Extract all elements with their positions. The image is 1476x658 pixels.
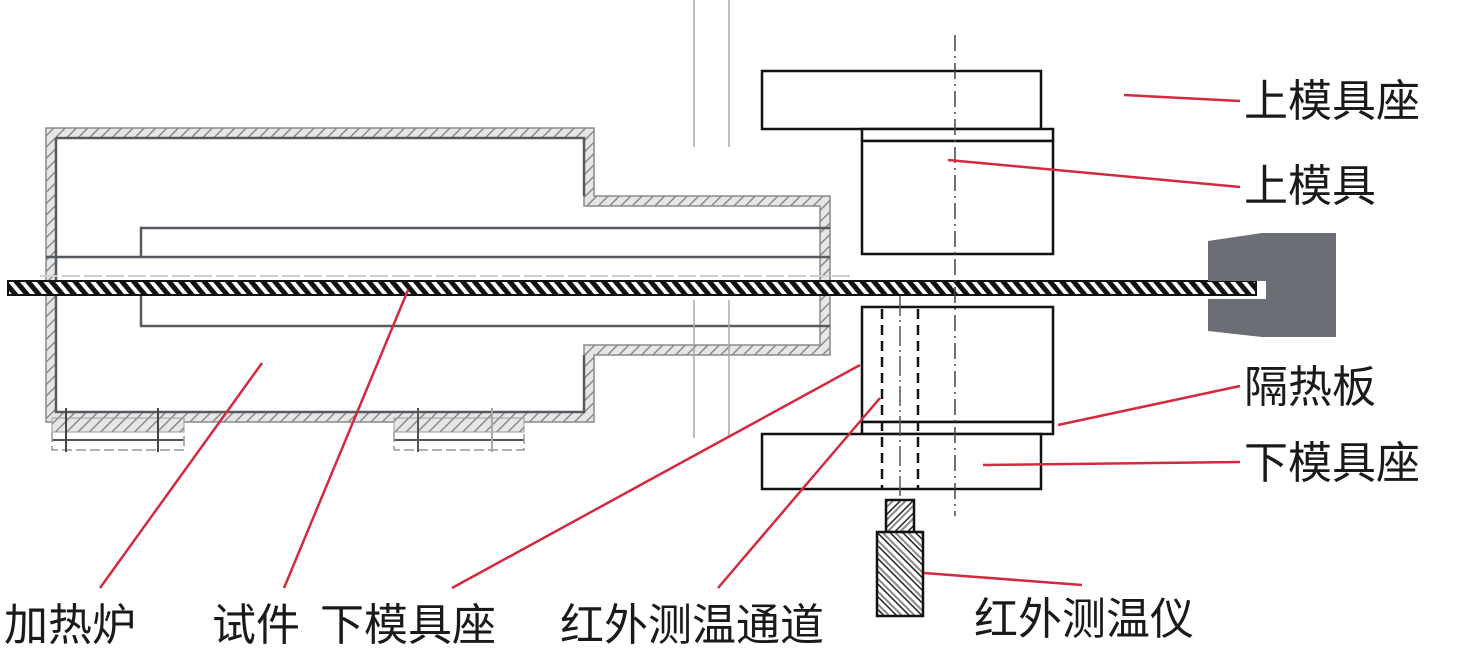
label-specimen: 试件 [212,600,300,651]
label-heating-furnace: 加热炉 [4,600,136,651]
furnace-foot-left [51,408,185,452]
gripper [1208,233,1336,337]
label-lower-die-seat: 下模具座 [320,600,496,651]
furnace-tube-bottom [139,296,830,328]
upper-die [860,139,1055,256]
label-ir-channel: 红外测温通道 [560,600,824,651]
specimen [7,280,1257,296]
label-upper-die-seat: 上模具座 [1244,76,1420,127]
ir-channel [880,296,920,612]
break-lines [693,0,730,438]
lower-die [860,305,1055,424]
upper-die-seat [760,69,1043,131]
furnace-foot-right [393,408,525,452]
label-insulation-plate: 隔热板 [1244,362,1376,413]
leader-lines [98,93,1241,590]
furnace-tube-top [46,226,830,259]
heating-furnace [40,127,850,452]
label-lower-die-seat-right: 下模具座 [1244,438,1420,489]
lower-insulation-plate [860,420,1055,436]
label-upper-die: 上模具 [1244,161,1376,212]
lower-die-seat [760,432,1043,491]
ir-thermometer [875,498,925,618]
label-ir-thermometer: 红外测温仪 [974,594,1194,645]
upper-insulation-plate [860,127,1055,143]
